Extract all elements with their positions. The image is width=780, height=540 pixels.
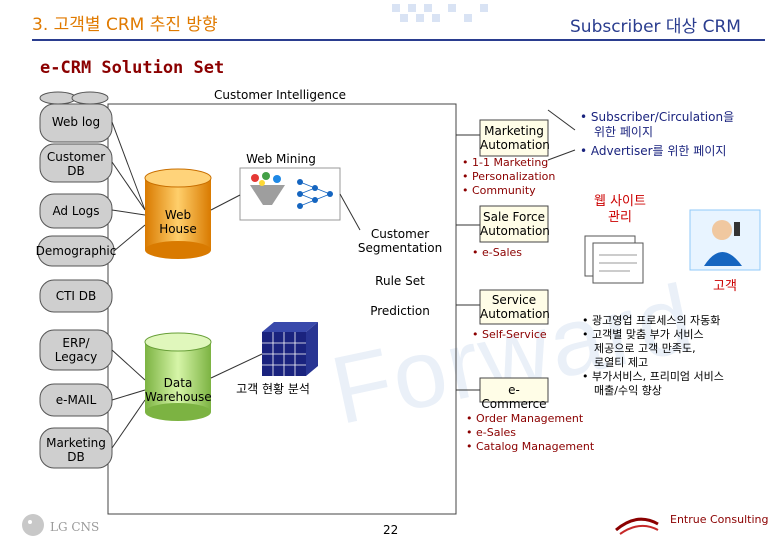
source-ad-logs: Ad Logs <box>52 204 100 218</box>
automation-boxes <box>479 119 549 403</box>
web-mining-label: Web Mining <box>246 152 316 166</box>
rule-set-label: Rule Set <box>375 274 425 288</box>
marketing-bullets: • 1-1 Marketing• Personalization• Commun… <box>462 156 556 197</box>
sales-bullet: • e-Sales <box>472 246 522 259</box>
ecommerce-label: e-Commerce <box>481 383 547 411</box>
analysis-label: 고객 현황 분석 <box>236 382 310 396</box>
service-bullet: • Self-Service <box>472 328 547 341</box>
customer-label: 고객 <box>713 279 737 294</box>
lg-logo-icon <box>22 514 44 536</box>
web-mining-graphic <box>239 167 341 221</box>
header-left-title: 3. 고객별 CRM 추진 방향 <box>32 15 218 35</box>
data-warehouse-cylinder <box>144 332 212 421</box>
right-top-bullets: • Subscriber/Circulation을 위한 페이지 • Adver… <box>580 110 735 158</box>
source-email: e-MAIL <box>55 393 97 407</box>
source-demographic: Demographic <box>35 244 117 258</box>
source-db-shapes <box>37 91 115 469</box>
prediction-label: Prediction <box>370 304 430 318</box>
header-right-title: Subscriber 대상 CRM <box>570 17 741 37</box>
header-rule <box>32 4 765 41</box>
source-web-log: Web log <box>51 115 101 129</box>
customer-figure <box>689 209 761 271</box>
right-bottom-bullets: • 광고영업 프로세스의 자동화 • 고객별 맞춤 부가 서비스 제공으로 고객… <box>582 314 724 397</box>
source-erp-legacy: ERP/Legacy <box>54 336 98 364</box>
right-connector-lines <box>456 109 576 391</box>
web-house-cylinder <box>144 168 212 259</box>
footer-company: LG CNS <box>50 520 100 534</box>
ecommerce-bullets: • Order Management• e-Sales• Catalog Man… <box>466 412 595 453</box>
entrue-logo-icon <box>615 517 659 535</box>
olap-cube-graphic <box>262 322 318 376</box>
page-number: 22 <box>383 523 399 537</box>
customer-intelligence-label: Customer Intelligence <box>214 88 346 102</box>
source-cti-db: CTI DB <box>55 289 97 303</box>
webpage-screens-graphic <box>584 235 644 284</box>
page-title: e-CRM Solution Set <box>40 58 225 78</box>
brand-name: Entrue Consulting <box>670 513 769 526</box>
